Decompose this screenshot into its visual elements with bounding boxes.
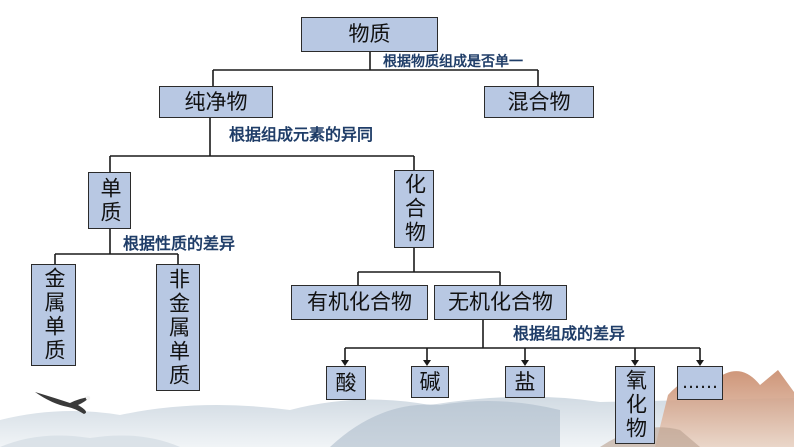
node-inorganic-compound: 无机化合物: [434, 285, 567, 320]
node-oxide: 氧化物: [615, 366, 655, 444]
note-by-composition: 根据组成的差异: [513, 324, 626, 343]
node-substance: 物质: [301, 17, 438, 52]
node-nonmetal-element: 非金属单质: [156, 264, 200, 391]
note-by-property: 根据性质的差异: [123, 234, 236, 253]
node-base: 碱: [411, 366, 449, 398]
note-by-single-composition: 根据物质组成是否单一: [383, 54, 523, 70]
node-salt: 盐: [505, 366, 545, 398]
node-element: 单质: [88, 172, 131, 229]
node-organic-compound: 有机化合物: [291, 285, 428, 320]
note-by-element-composition: 根据组成元素的异同: [229, 125, 374, 144]
node-mixture: 混合物: [484, 86, 594, 118]
node-compound: 化合物: [394, 170, 434, 248]
node-pure-substance: 纯净物: [159, 86, 273, 118]
node-metal-element: 金属单质: [31, 264, 76, 366]
node-acid: 酸: [326, 366, 366, 400]
node-etc: ……: [677, 366, 723, 400]
